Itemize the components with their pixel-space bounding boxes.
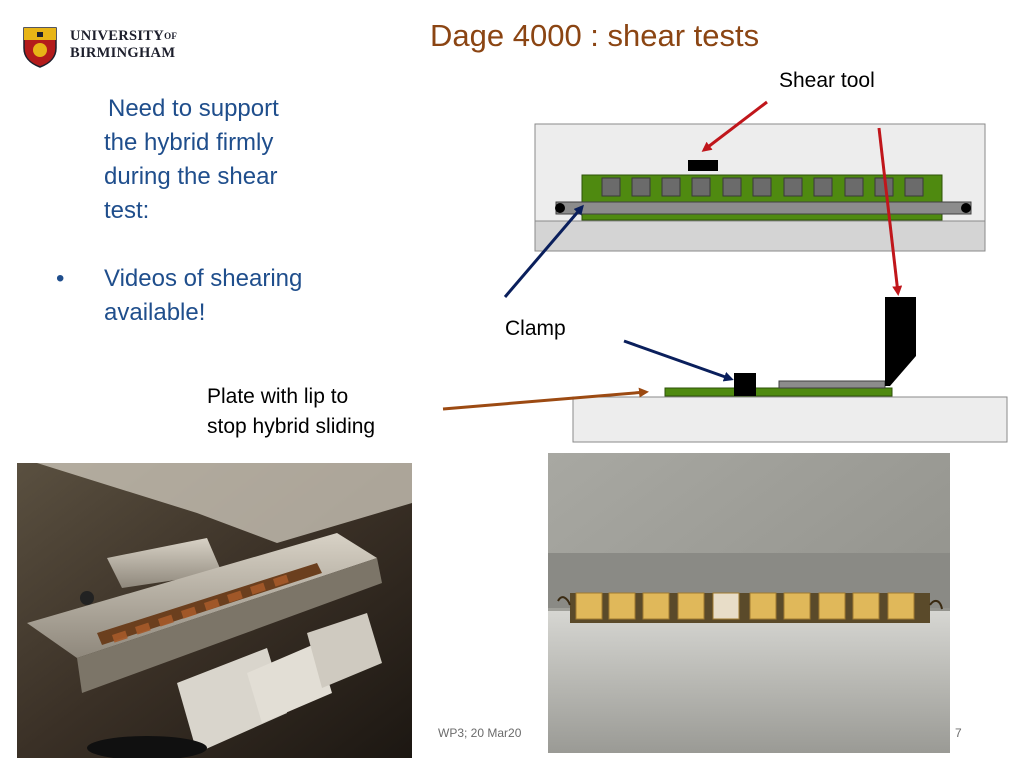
plate-top-view xyxy=(534,123,986,252)
clamp-label: Clamp xyxy=(505,317,566,340)
logo-line2: BIRMINGHAM xyxy=(70,45,176,61)
page-number: 7 xyxy=(955,726,962,740)
logo-line1: UNIVERSITY xyxy=(70,28,165,44)
hybrid-board xyxy=(581,174,943,221)
plate-lip xyxy=(534,220,986,252)
clamp-screw-right xyxy=(961,203,971,213)
clamp-screw-left xyxy=(555,203,565,213)
fixture-photo xyxy=(17,463,412,758)
shear-tool-arrow-side xyxy=(877,127,903,296)
shear-tool-label: Shear tool xyxy=(779,69,875,92)
shear-tool-top xyxy=(688,160,718,171)
clamp-side xyxy=(734,373,756,396)
footer-text: WP3; 20 Mar20 xyxy=(438,726,522,740)
support-paragraph: Need to support the hybrid firmly during… xyxy=(104,92,344,228)
logo-line1-suffix: OF xyxy=(164,31,178,41)
shear-tool-side xyxy=(885,297,916,386)
plate-side-view xyxy=(572,396,1008,443)
clamp-bar xyxy=(555,201,972,215)
bullet-dot-icon: • xyxy=(56,265,65,292)
bullet-line: Videos of shearing xyxy=(104,265,303,292)
paragraph-line: the hybrid firmly xyxy=(104,129,274,156)
chip-side xyxy=(778,380,886,389)
plate-label-line: Plate with lip to xyxy=(207,385,349,408)
plate-label-line: stop hybrid sliding xyxy=(207,415,376,438)
paragraph-line: Need to support xyxy=(108,95,279,122)
bullet-line: available! xyxy=(104,299,206,326)
university-logo: UNIVERSITYOF BIRMINGHAM xyxy=(22,26,222,70)
slide-title: Dage 4000 : shear tests xyxy=(430,18,760,53)
clamp-arrow-top xyxy=(503,204,584,298)
plate-arrow xyxy=(442,387,649,411)
plate-label: Plate with lip to stop hybrid sliding xyxy=(207,382,375,442)
chip-row xyxy=(601,177,924,197)
clamp-arrow-side xyxy=(623,339,734,382)
shear-tool-arrow-top xyxy=(701,100,768,152)
paragraph-line: during the shear xyxy=(104,163,278,190)
bullet-item-videos: Videos of shearing available! xyxy=(104,262,374,330)
hybrid-side xyxy=(664,387,893,397)
university-crest-icon xyxy=(23,27,57,68)
sheared-hybrid-photo xyxy=(548,453,950,753)
paragraph-line: test: xyxy=(104,197,150,224)
